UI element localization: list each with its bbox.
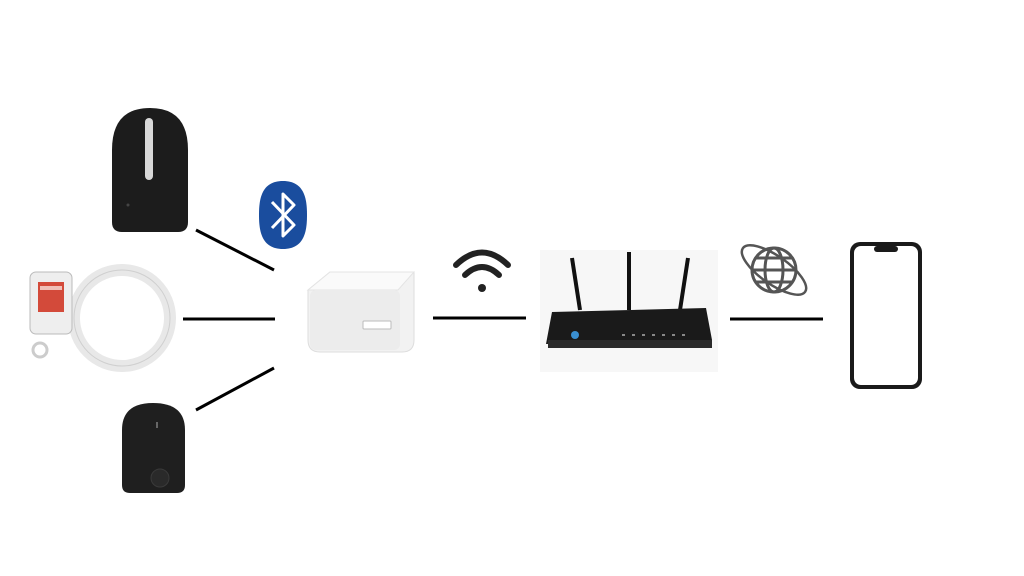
- ring-lock-icon: [29, 264, 176, 372]
- globe-icon: [740, 244, 808, 296]
- bluetooth-icon: [259, 181, 307, 249]
- router-icon: [540, 250, 718, 372]
- hub-box-icon: [306, 271, 416, 353]
- smartphone-icon: [850, 242, 922, 389]
- link-keypad-hub: [195, 366, 275, 412]
- link-smart-lock-hub: [195, 228, 275, 272]
- keypad-device-icon: [122, 403, 185, 493]
- wifi-icon: [453, 249, 511, 292]
- smart-lock-icon: [112, 108, 188, 232]
